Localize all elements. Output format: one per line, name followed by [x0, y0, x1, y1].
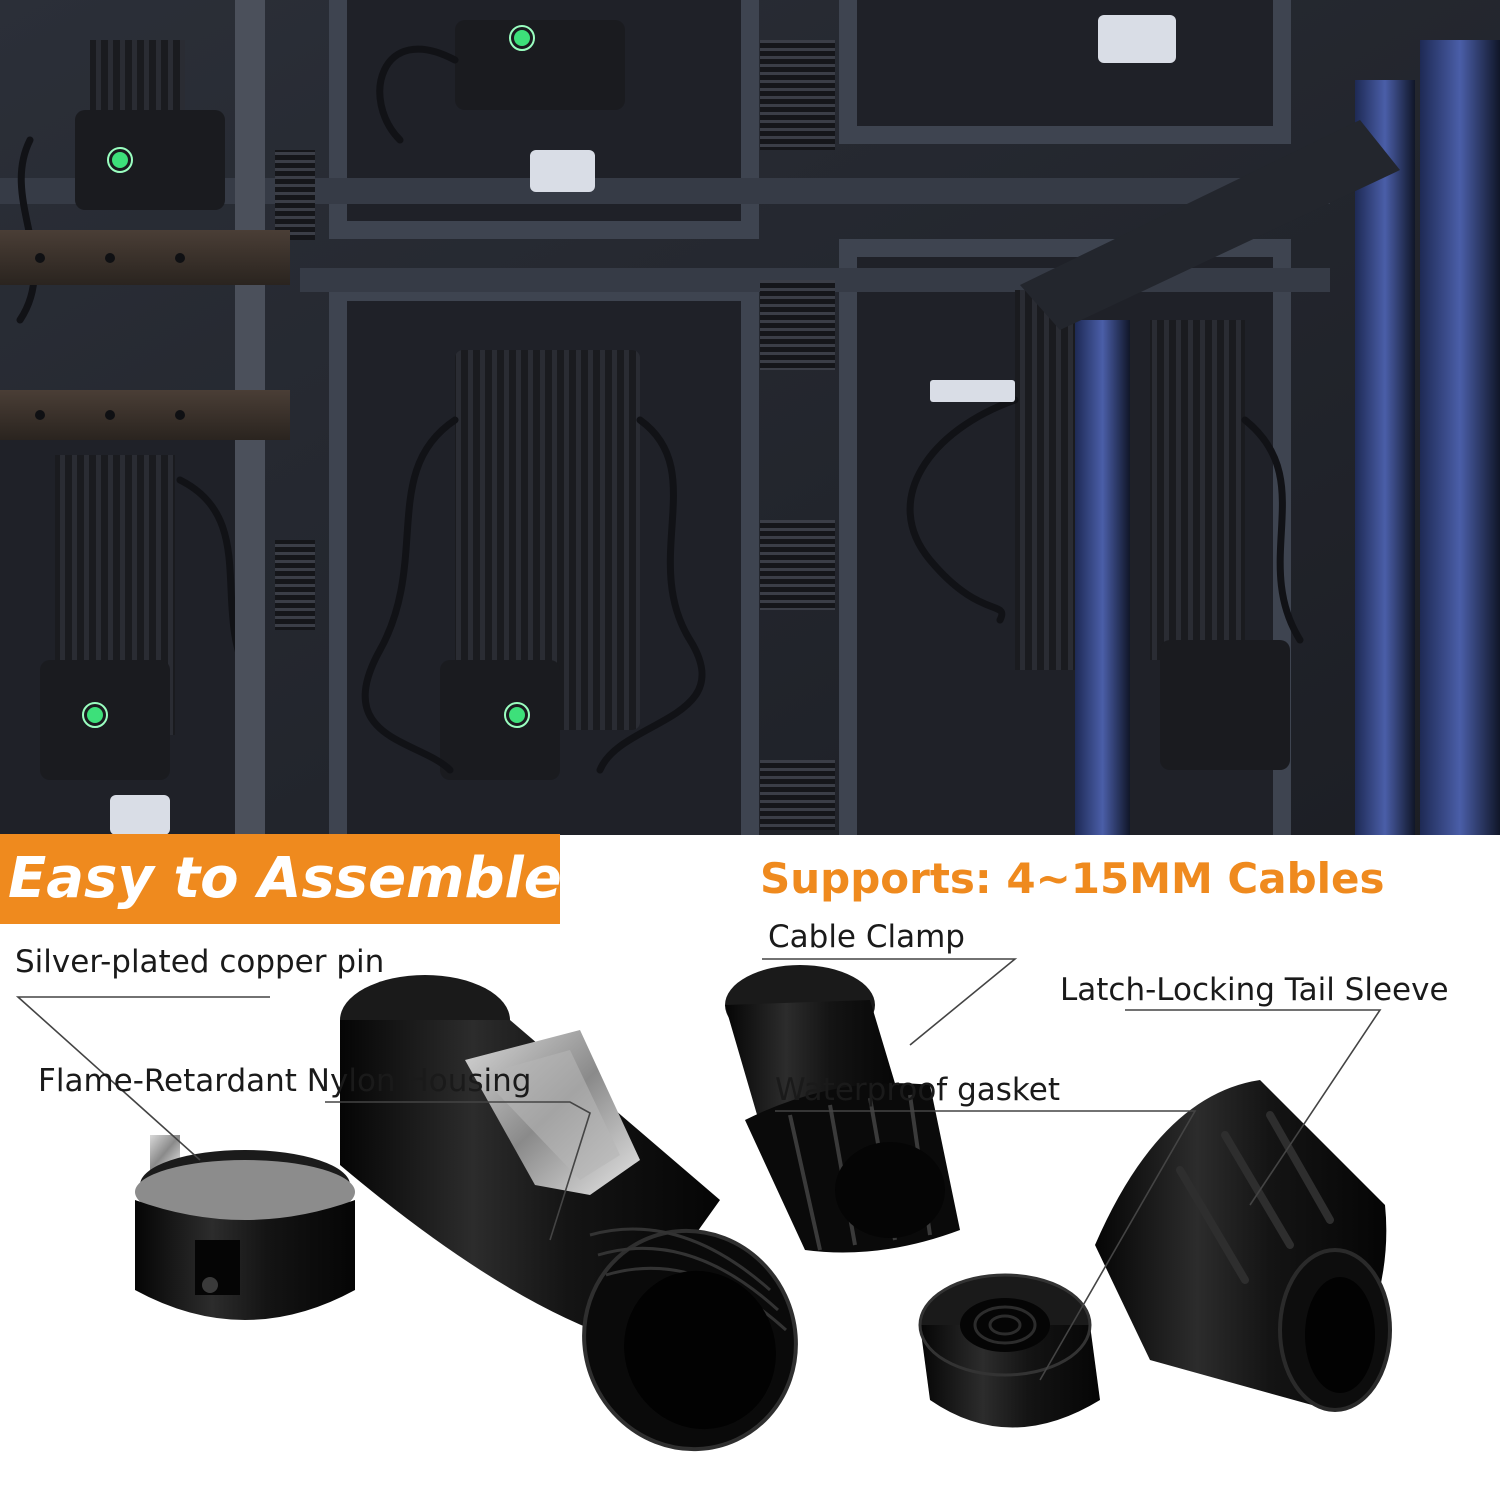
label-nylon-housing: Flame-Retardant Nylon Housing: [38, 1063, 532, 1099]
cable-clamp-part: [725, 965, 960, 1253]
led-cabinet-photo: [0, 0, 1500, 835]
gasket-part: [918, 1273, 1100, 1428]
banner-title: Easy to Assemble: [8, 846, 562, 911]
pin-insert-part: [135, 1135, 355, 1320]
title-banner: [0, 834, 560, 924]
label-waterproof-gasket: Waterproof gasket: [775, 1072, 1060, 1108]
label-silver-pin: Silver-plated copper pin: [15, 944, 385, 980]
cable-support-heading: Supports: 4~15MM Cables: [760, 854, 1385, 903]
label-tail-sleeve: Latch-Locking Tail Sleeve: [1060, 972, 1449, 1008]
nylon-housing-part: [340, 975, 798, 1452]
label-cable-clamp: Cable Clamp: [768, 919, 965, 955]
tail-sleeve-part: [1095, 1080, 1392, 1412]
